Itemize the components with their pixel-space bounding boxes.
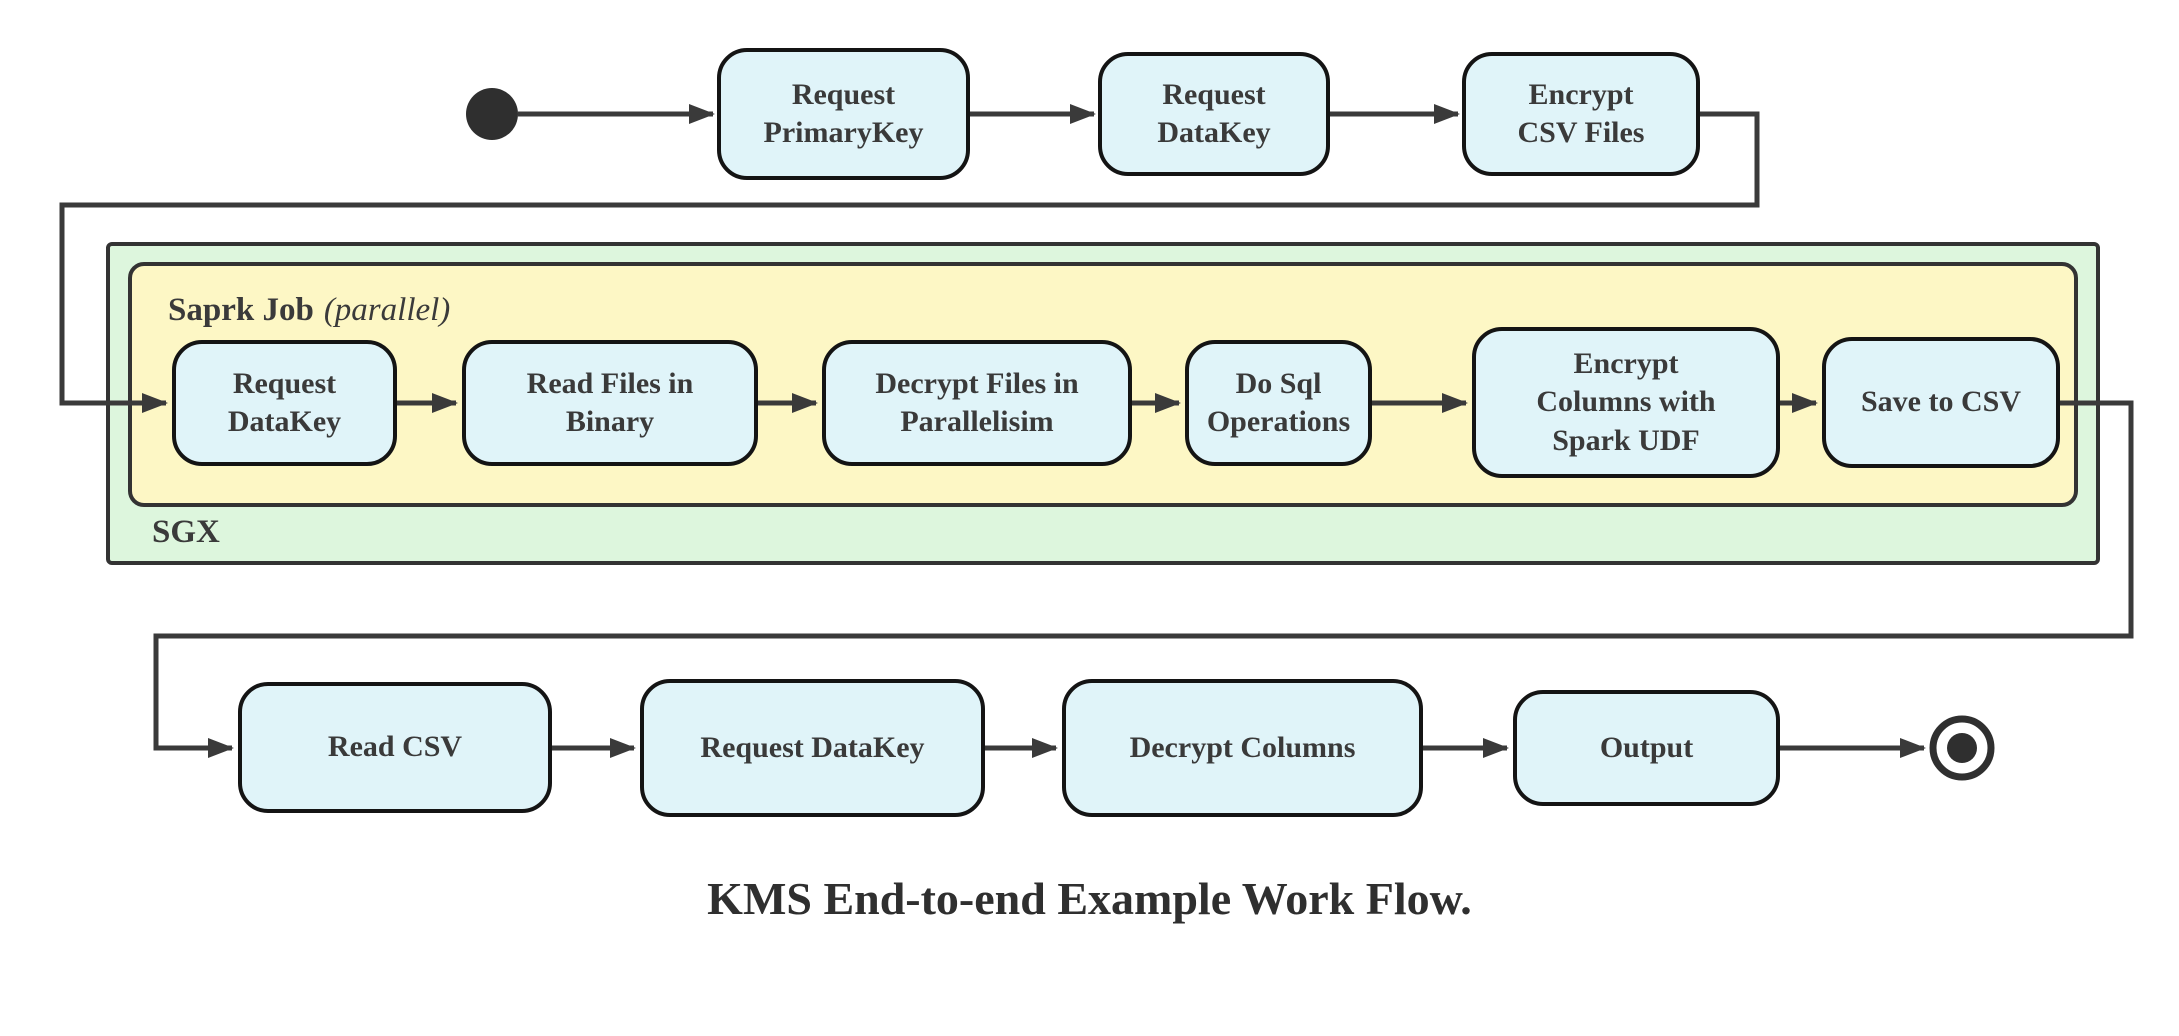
node-label: Request DataKey [1157, 77, 1271, 149]
diagram-title: KMS End-to-end Example Work Flow. [707, 873, 1472, 924]
spark-job-label: Saprk Job(parallel) [168, 292, 450, 329]
connector-save-to-csv-to-read-csv [153, 400, 2134, 758]
node-label: Output [1599, 730, 1694, 764]
node-label: Do Sql Operations [1206, 366, 1351, 438]
start-state-icon [466, 88, 518, 140]
end-state-icon [1929, 715, 1995, 781]
node-request-datakey-top: Request DataKey [1098, 52, 1330, 176]
node-label: Decrypt Columns [1129, 730, 1356, 764]
node-save-to-csv: Save to CSV [1822, 337, 2060, 468]
node-do-sql-operations: Do Sql Operations [1185, 340, 1372, 466]
node-label: Request PrimaryKey [763, 77, 924, 149]
node-label: Request DataKey [227, 366, 342, 438]
node-encrypt-columns-with-spark-udf: Encrypt Columns with Spark UDF [1472, 327, 1780, 478]
spark-job-parallel-note: (parallel) [323, 292, 451, 328]
spark-job-label-text: Saprk Job [168, 292, 314, 328]
node-label: Read CSV [327, 730, 463, 764]
sgx-label: SGX [152, 514, 220, 550]
node-decrypt-columns: Decrypt Columns [1062, 679, 1423, 817]
node-label: Encrypt CSV Files [1517, 77, 1645, 149]
node-decrypt-files-in-parallelism: Decrypt Files in Parallelisim [822, 340, 1132, 466]
node-encrypt-csv-files: Encrypt CSV Files [1462, 52, 1700, 176]
node-label: Request DataKey [700, 730, 925, 764]
node-request-datakey-bottom: Request DataKey [640, 679, 985, 817]
node-label: Encrypt Columns with Spark UDF [1536, 346, 1716, 457]
node-label: Save to CSV [1860, 385, 2021, 419]
node-read-files-in-binary: Read Files in Binary [462, 340, 758, 466]
node-read-csv: Read CSV [238, 682, 552, 813]
connector-encrypt-csv-to-sgx-request-datakey [59, 111, 1760, 413]
node-request-primarykey: Request PrimaryKey [717, 48, 970, 180]
node-label: Read Files in Binary [526, 366, 694, 438]
node-output: Output [1513, 690, 1780, 806]
node-label: Decrypt Files in Parallelisim [875, 366, 1079, 438]
node-request-datakey-sgx: Request DataKey [172, 340, 397, 466]
